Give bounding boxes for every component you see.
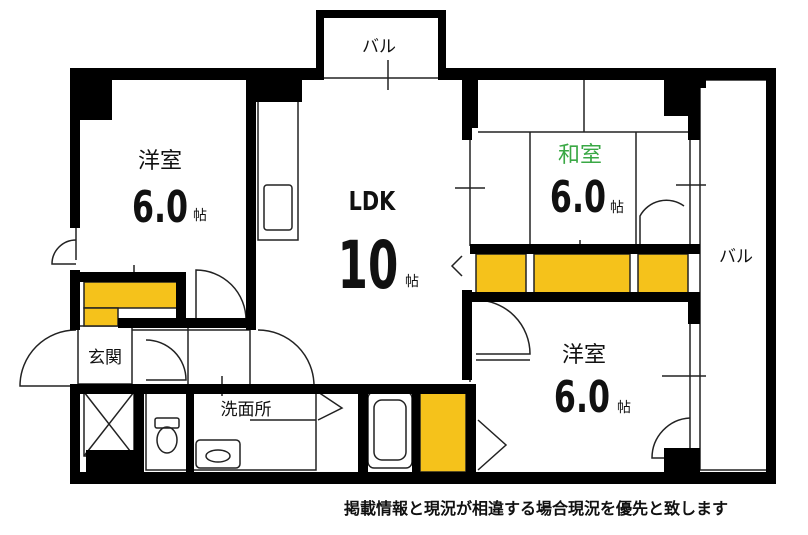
wall-top-right [442,68,700,80]
wall-left-mid [70,270,80,330]
wall-storage-bottom [470,292,700,302]
wall-left-upper [70,68,80,228]
kitchen-sink [263,184,293,231]
door-swing-ldk [257,329,315,387]
toilet-tank [154,417,180,429]
door-swing-entrance [19,329,77,387]
western-room-upper-name: 洋室 [138,149,182,174]
storage-japanese-2 [533,253,631,295]
storage-japanese-1 [475,253,527,295]
wall-balcony-right [438,10,446,80]
storage-areas [83,253,689,473]
wall-western-bottom [80,272,184,282]
ldk-name: LDK [349,186,396,217]
right-balcony-outline [699,79,769,471]
column-2 [246,80,302,102]
door-swing-window-upper [51,239,77,265]
wall-top-left [70,68,320,80]
wall-left-lower [70,384,80,484]
storage-lower [419,391,467,473]
door-swing-western-lower [475,299,531,355]
wall-ldk-right-mid [462,290,472,380]
door-swing-washroom [317,391,344,421]
wall-bath-left [358,384,368,474]
western-room-upper-unit: 帖 [193,208,207,224]
door-swing-toilet [145,339,187,381]
toilet-room [145,389,189,471]
wall-closet-right [176,272,186,326]
wash-basin [195,439,241,469]
japanese-room-size: 6.0 [550,172,606,224]
wall-lower-western-right [688,292,700,324]
wall-hall-top [118,318,254,328]
door-swing-window-lower [651,417,691,459]
toilet-bowl [156,426,178,454]
balcony-top-label: バル [362,37,396,57]
wall-bath-right [412,384,420,474]
wash-basin-bowl [205,449,231,463]
wall-western-ldk [246,80,256,330]
wall-toilet-right [186,384,194,474]
wall-ldk-right-top [462,80,472,140]
door-swing-western-upper [195,269,247,321]
door-swings [19,199,691,471]
door-swing-japanese [639,199,685,246]
column-5 [86,450,142,474]
disclaimer-text: 掲載情報と現況が相違する場合現況を優先と致します [344,499,728,518]
wall-top-balcony [700,68,776,80]
column-6 [664,448,700,474]
wall-bath-top [80,384,476,394]
ldk-unit: 帖 [405,274,419,290]
wall-balcony-left [316,10,324,80]
wall-storage-right [466,384,476,474]
ldk-size: 10 [338,228,399,305]
wall-far-right [766,68,776,484]
entrance-label: 玄関 [88,348,122,368]
western-room-lower-unit: 帖 [617,400,631,416]
washroom-label: 洗面所 [221,400,272,420]
wall-japanese-right [688,110,700,140]
storage-upper-closet-small [83,307,119,327]
storage-upper-closet [83,281,181,309]
walls [70,10,776,484]
wall-balcony-top [316,10,446,18]
western-room-lower-size: 6.0 [554,372,610,424]
storage-japanese-3 [637,253,689,295]
wall-japanese-bottom [470,244,700,254]
balcony-right-label: バル [719,247,753,267]
wall-bottom [70,472,772,484]
japanese-room-name: 和室 [558,143,602,168]
western-room-upper-size: 6.0 [132,182,188,234]
japanese-room-unit: 帖 [610,200,624,216]
western-room-lower-name: 洋室 [562,343,606,368]
wall-toilet-left [134,384,144,474]
column-1 [80,80,112,120]
door-swing-closet [450,255,463,277]
door-swing-storage [477,419,508,471]
